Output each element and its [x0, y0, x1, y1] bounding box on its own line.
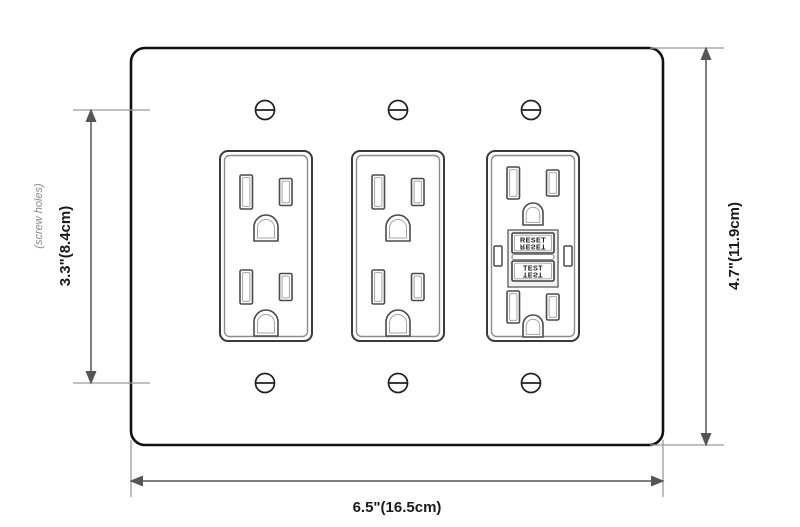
- outlet-right-gfci[interactable]: RESET RESET TEST TEST: [486, 150, 580, 342]
- gfci-side-slot-right: [563, 245, 573, 267]
- gfci-upper-receptacle: [506, 166, 560, 226]
- screw-hole-top-center: [387, 99, 409, 121]
- reset-button[interactable]: RESET RESET: [511, 232, 555, 254]
- outlet-center[interactable]: [351, 150, 445, 342]
- reset-button-label: RESET: [520, 235, 546, 244]
- test-button-label-mirror: TEST: [523, 271, 543, 280]
- test-button[interactable]: TEST TEST: [511, 260, 555, 282]
- dimension-width-label: 6.5"(16.5cm): [353, 499, 442, 516]
- screw-hole-bottom-right: [520, 372, 542, 394]
- screw-hole-top-left: [254, 99, 276, 121]
- dimension-height: 4.7"(11.9cm): [650, 46, 743, 447]
- screw-hole-top-right: [520, 99, 542, 121]
- dimension-height-label: 4.7"(11.9cm): [726, 202, 743, 290]
- screw-hole-bottom-left: [254, 372, 276, 394]
- gfci-lower-receptacle: [506, 290, 560, 338]
- dimension-screw-spacing-label: 3.3"(8.4cm): [57, 206, 74, 287]
- screw-hole-bottom-center: [387, 372, 409, 394]
- dimension-screw-spacing-note: (screw holes): [33, 183, 45, 249]
- gfci-side-slot-left: [493, 245, 503, 267]
- dimension-screw-spacing: 3.3"(8.4cm) (screw holes): [33, 108, 150, 385]
- reset-button-label-mirror: RESET: [520, 243, 546, 252]
- outlet-left[interactable]: [219, 150, 313, 342]
- dimension-width: 6.5"(16.5cm): [129, 440, 665, 516]
- test-button-label: TEST: [523, 263, 543, 272]
